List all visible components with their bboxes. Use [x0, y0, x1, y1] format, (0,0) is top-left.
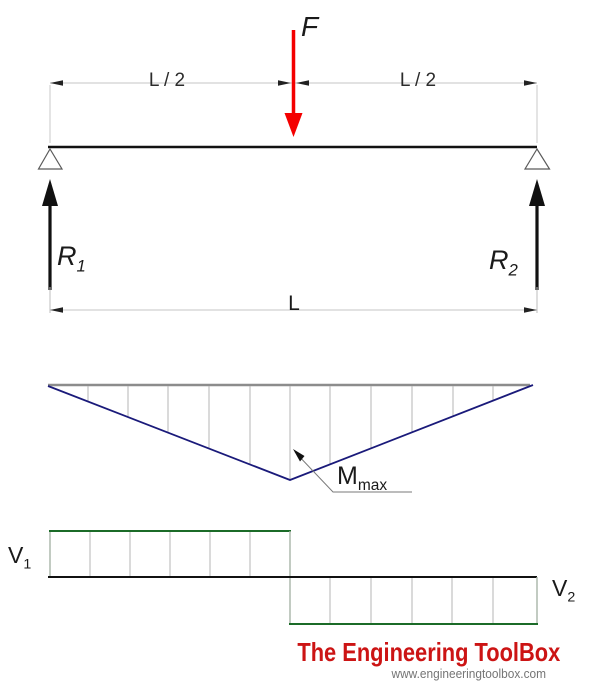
reaction-right-subscript: 2: [508, 260, 518, 280]
span-label: L: [288, 292, 300, 315]
shear-right-subscript: 2: [567, 589, 576, 606]
dim-arrow-left-icon: [50, 80, 63, 86]
dim-left-label: L / 2: [148, 70, 186, 91]
dim-arrow-center-left-icon: [278, 80, 291, 86]
shear-left-label: V1: [8, 544, 31, 572]
span-arrow-right-icon: [524, 307, 537, 313]
brand-title: The Engineering ToolBox: [297, 637, 561, 667]
mmax-subscript: max: [357, 477, 388, 494]
reaction-left-label: R1: [57, 243, 86, 275]
shear-diagram: [48, 530, 538, 625]
support-left-icon: [37, 147, 64, 170]
reaction-right-arrow: [529, 179, 545, 290]
mmax-symbol: M: [337, 462, 358, 490]
shear-right-symbol: V: [552, 575, 568, 601]
shear-negative-block: [289, 577, 538, 625]
reaction-left-symbol: R: [57, 241, 77, 271]
reaction-right-symbol: R: [489, 245, 509, 275]
mmax-leader-arrow: [293, 449, 412, 493]
moment-curve: [47, 384, 534, 481]
force-label: F: [301, 11, 319, 42]
dim-arrow-center-right-icon: [296, 80, 309, 86]
brand-url: www.engineeringtoolbox.com: [391, 667, 546, 681]
shear-left-symbol: V: [8, 542, 24, 568]
force-arrow: [284, 30, 303, 137]
mmax-label: Mmax: [337, 464, 387, 494]
reaction-right-label: R2: [489, 247, 518, 279]
span-arrow-left-icon: [50, 307, 63, 313]
shear-right-label: V2: [552, 577, 575, 605]
support-right-icon: [523, 147, 551, 170]
shear-positive-block: [49, 530, 291, 577]
force-arrowhead-icon: [284, 113, 303, 137]
shear-left-subscript: 1: [23, 556, 32, 573]
mmax-arrowhead-icon: [293, 449, 305, 462]
span-dimension-line: [49, 287, 538, 313]
reaction-left-subscript: 1: [76, 256, 86, 276]
dim-right-label: L / 2: [399, 70, 437, 91]
moment-diagram: [47, 383, 534, 493]
moment-hatching: [87, 386, 494, 479]
dim-arrow-right-icon: [524, 80, 537, 86]
reaction-left-arrow: [42, 179, 58, 290]
